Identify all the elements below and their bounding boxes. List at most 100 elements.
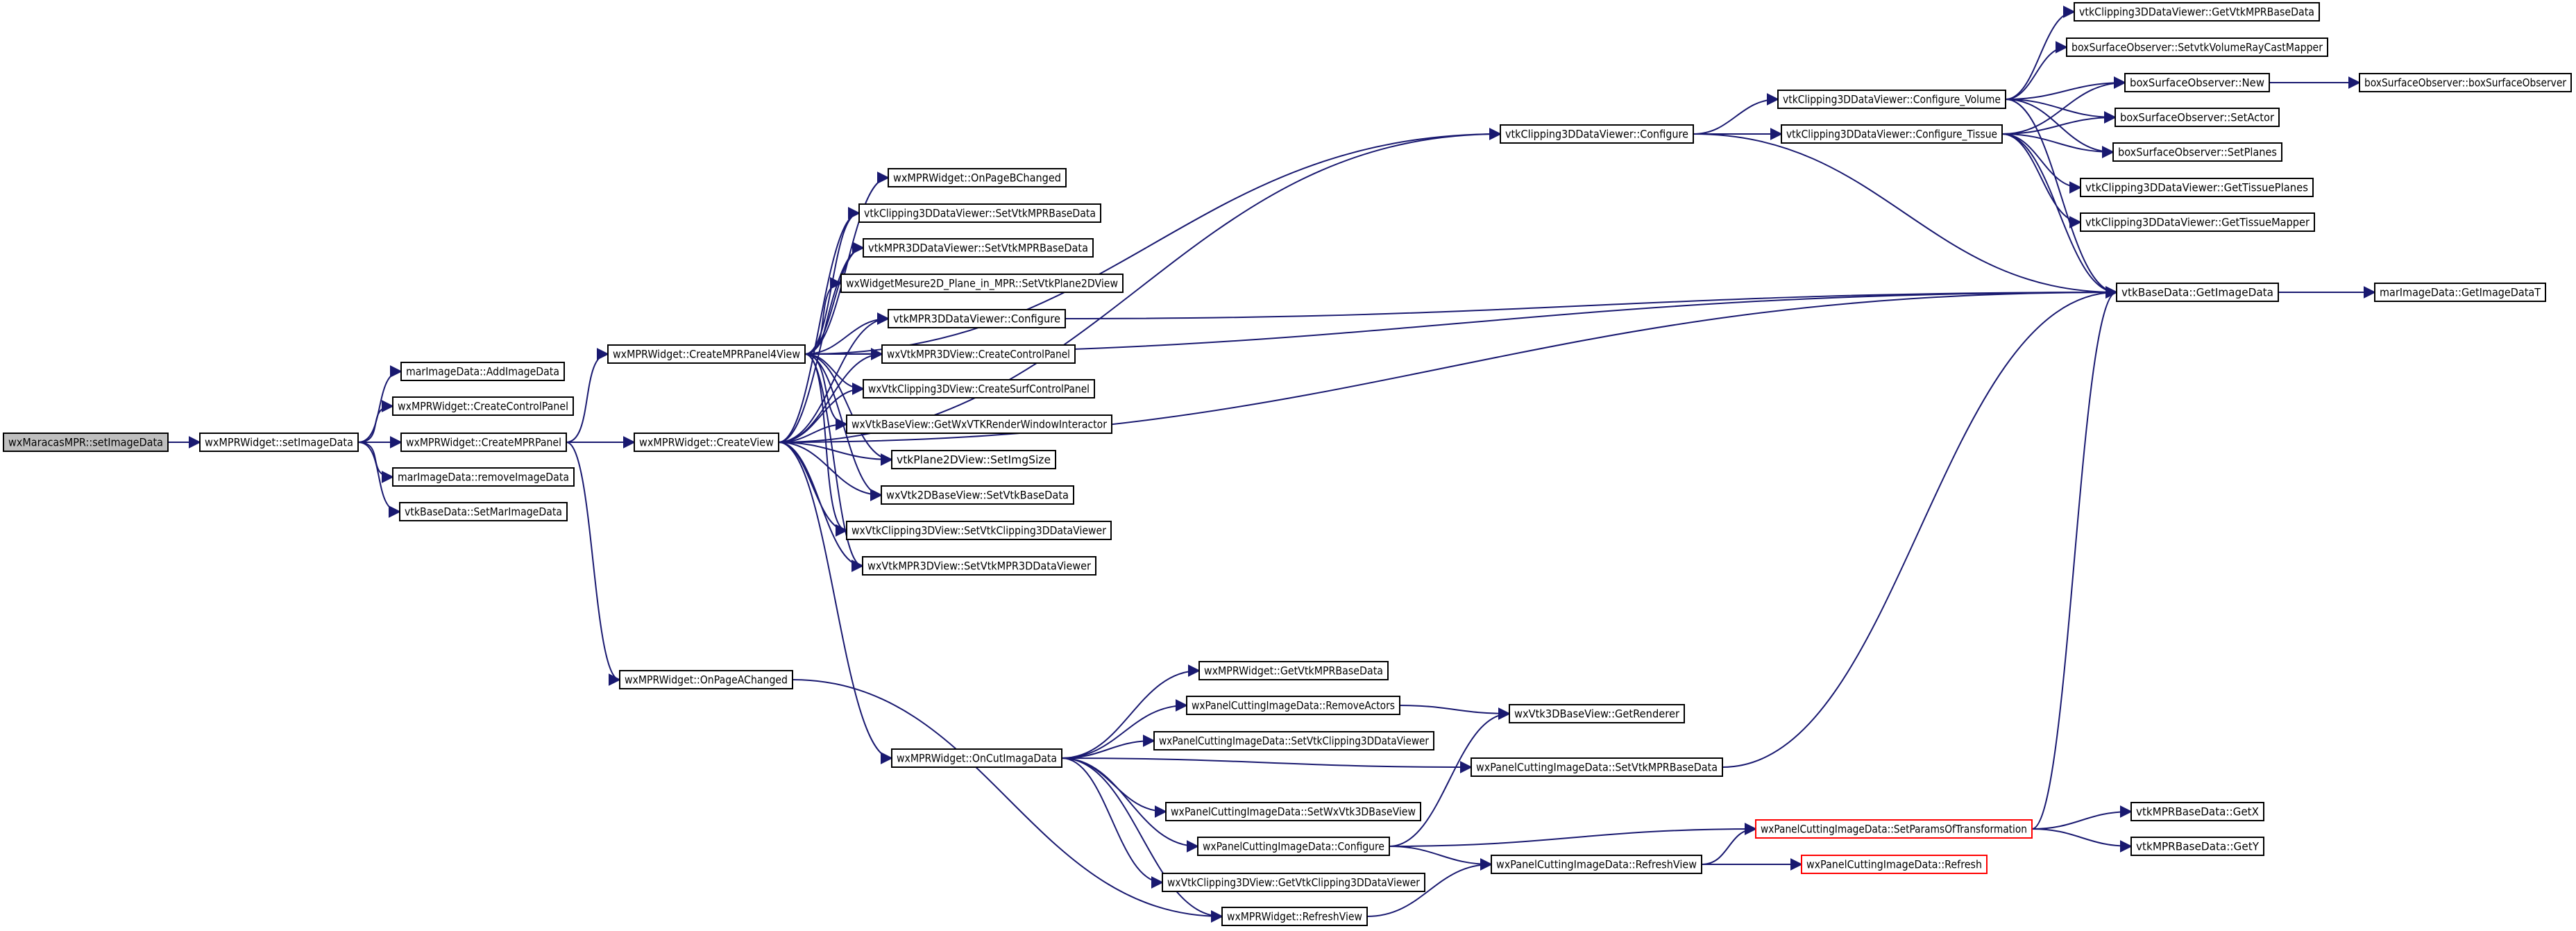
node-box[interactable]	[1781, 124, 2003, 144]
node-vtkclipping3ddataviewer-setvtkmprbasedata[interactable]: vtkClipping3DDataViewer::SetVtkMPRBaseDa…	[858, 203, 1101, 223]
node-wxpanelcuttingimagedata-removeactors[interactable]: wxPanelCuttingImageData::RemoveActors	[1186, 696, 1400, 715]
node-box[interactable]	[1471, 757, 1723, 777]
node-box[interactable]	[2124, 73, 2270, 92]
node-box[interactable]	[1198, 661, 1389, 680]
node-wxmprwidget-createcontrolpanel[interactable]: wxMPRWidget::CreateControlPanel	[392, 396, 574, 416]
node-box[interactable]	[1801, 855, 1988, 874]
node-boxsurfaceobserver-setvtkvolumeraycastmapper[interactable]: boxSurfaceObserver::SetvtkVolumeRayCastM…	[2066, 37, 2328, 57]
node-wxpanelcuttingimagedata-refresh[interactable]: wxPanelCuttingImageData::Refresh	[1801, 855, 1988, 874]
node-wxpanelcuttingimagedata-configure[interactable]: wxPanelCuttingImageData::Configure	[1197, 837, 1390, 856]
node-vtkbasedata-setmarimagedata[interactable]: vtkBaseData::SetMarImageData	[399, 502, 568, 521]
node-wxwidgetmesure2d-plane-in-mpr-setvtkplane2dview[interactable]: wxWidgetMesure2D_Plane_in_MPR::SetVtkPla…	[840, 274, 1124, 293]
node-box[interactable]	[881, 485, 1074, 505]
node-wxmprwidget-oncutimagadata[interactable]: wxMPRWidget::OnCutImagaData	[891, 748, 1062, 768]
node-box[interactable]	[400, 362, 565, 381]
node-wxmaracasmpr-setimagedata[interactable]: wxMaracasMPR::setImageData	[3, 433, 169, 452]
node-vtkclipping3ddataviewer-configure[interactable]: vtkClipping3DDataViewer::Configure	[1500, 124, 1694, 144]
node-wxpanelcuttingimagedata-refreshview[interactable]: wxPanelCuttingImageData::RefreshView	[1491, 855, 1702, 874]
node-box[interactable]	[840, 274, 1124, 293]
node-wxpanelcuttingimagedata-setparamsoftransformation[interactable]: wxPanelCuttingImageData::SetParamsOfTran…	[1755, 819, 2033, 839]
node-vtkmprbasedata-getx[interactable]: vtkMPRBaseData::GetX	[2130, 802, 2264, 821]
node-wxvtkclipping3dview-setvtkclipping3ddataviewer[interactable]: wxVtkClipping3DView::SetVtkClipping3DDat…	[846, 521, 1112, 540]
node-box[interactable]	[2074, 2, 2320, 22]
node-box[interactable]	[862, 556, 1096, 576]
node-box[interactable]	[2080, 178, 2314, 197]
node-box[interactable]	[2115, 108, 2280, 127]
node-marimagedata-addimagedata[interactable]: marImageData::AddImageData	[400, 362, 565, 381]
node-boxsurfaceobserver-boxsurfaceobserver[interactable]: boxSurfaceObserver::boxSurfaceObserver	[2359, 73, 2572, 92]
node-box[interactable]	[1491, 855, 1702, 874]
node-vtkclipping3ddataviewer-configure-tissue[interactable]: vtkClipping3DDataViewer::Configure_Tissu…	[1781, 124, 2003, 144]
node-box[interactable]	[1509, 704, 1685, 723]
node-wxmprwidget-refreshview[interactable]: wxMPRWidget::RefreshView	[1221, 907, 1368, 926]
node-wxmprwidget-setimagedata[interactable]: wxMPRWidget::setImageData	[199, 433, 359, 452]
node-wxpanelcuttingimagedata-setvtkmprbasedata[interactable]: wxPanelCuttingImageData::SetVtkMPRBaseDa…	[1471, 757, 1723, 777]
node-wxvtkmpr3dview-setvtkmpr3ddataviewer[interactable]: wxVtkMPR3DView::SetVtkMPR3DDataViewer	[862, 556, 1096, 576]
node-wxvtkclipping3dview-createsurfcontrolpanel[interactable]: wxVtkClipping3DView::CreateSurfControlPa…	[863, 379, 1095, 399]
node-box[interactable]	[2112, 142, 2282, 162]
node-vtkplane2dview-setimgsize[interactable]: vtkPlane2DView::SetImgSize	[891, 450, 1056, 469]
node-box[interactable]	[2130, 802, 2264, 821]
node-box[interactable]	[400, 433, 567, 452]
node-box[interactable]	[888, 168, 1067, 187]
node-box[interactable]	[2374, 283, 2546, 302]
node-wxvtkmpr3dview-createcontrolpanel[interactable]: wxVtkMPR3DView::CreateControlPanel	[881, 344, 1076, 364]
node-vtkmpr3ddataviewer-configure[interactable]: vtkMPR3DDataViewer::Configure	[888, 309, 1066, 328]
node-box[interactable]	[846, 521, 1112, 540]
node-box[interactable]	[1153, 731, 1434, 750]
node-wxmprwidget-createview[interactable]: wxMPRWidget::CreateView	[634, 433, 779, 452]
node-wxvtk3dbaseview-getrenderer[interactable]: wxVtk3DBaseView::GetRenderer	[1509, 704, 1685, 723]
node-box[interactable]	[891, 450, 1056, 469]
node-wxmprwidget-createmprpanel[interactable]: wxMPRWidget::CreateMPRPanel	[400, 433, 567, 452]
node-box[interactable]	[858, 203, 1101, 223]
node-box[interactable]	[3, 433, 169, 452]
node-box[interactable]	[891, 748, 1062, 768]
node-box[interactable]	[846, 414, 1112, 434]
node-wxvtkbaseview-getwxvtkrenderwindowinteractor[interactable]: wxVtkBaseView::GetWxVTKRenderWindowInter…	[846, 414, 1112, 434]
node-box[interactable]	[2066, 37, 2328, 57]
node-marimagedata-removeimagedata[interactable]: marImageData::removeImageData	[392, 467, 575, 487]
node-box[interactable]	[399, 502, 568, 521]
node-vtkclipping3ddataviewer-gettissueplanes[interactable]: vtkClipping3DDataViewer::GetTissuePlanes	[2080, 178, 2314, 197]
node-box[interactable]	[607, 344, 806, 364]
node-box[interactable]	[1777, 90, 2006, 109]
node-box[interactable]	[199, 433, 359, 452]
node-box[interactable]	[1755, 819, 2033, 839]
node-wxpanelcuttingimagedata-setvtkclipping3ddataviewer[interactable]: wxPanelCuttingImageData::SetVtkClipping3…	[1153, 731, 1434, 750]
node-wxmprwidget-onpageachanged[interactable]: wxMPRWidget::OnPageAChanged	[619, 670, 793, 689]
node-box[interactable]	[634, 433, 779, 452]
node-wxmprwidget-onpagebchanged[interactable]: wxMPRWidget::OnPageBChanged	[888, 168, 1067, 187]
node-box[interactable]	[1221, 907, 1368, 926]
node-vtkclipping3ddataviewer-gettissuemapper[interactable]: vtkClipping3DDataViewer::GetTissueMapper	[2080, 212, 2315, 232]
node-marimagedata-getimagedatat[interactable]: marImageData::GetImageDataT	[2374, 283, 2546, 302]
node-wxvtk2dbaseview-setvtkbasedata[interactable]: wxVtk2DBaseView::SetVtkBaseData	[881, 485, 1074, 505]
node-box[interactable]	[863, 379, 1095, 399]
node-box[interactable]	[2080, 212, 2315, 232]
node-box[interactable]	[1165, 802, 1421, 821]
node-wxmprwidget-createmprpanel4view[interactable]: wxMPRWidget::CreateMPRPanel4View	[607, 344, 806, 364]
node-box[interactable]	[1186, 696, 1400, 715]
node-box[interactable]	[2130, 837, 2264, 856]
node-box[interactable]	[1162, 873, 1425, 892]
node-vtkmpr3ddataviewer-setvtkmprbasedata[interactable]: vtkMPR3DDataViewer::SetVtkMPRBaseData	[863, 238, 1094, 258]
node-box[interactable]	[619, 670, 793, 689]
node-wxpanelcuttingimagedata-setwxvtk3dbaseview[interactable]: wxPanelCuttingImageData::SetWxVtk3DBaseV…	[1165, 802, 1421, 821]
node-box[interactable]	[392, 396, 574, 416]
node-box[interactable]	[2116, 283, 2279, 302]
node-box[interactable]	[888, 309, 1066, 328]
node-box[interactable]	[881, 344, 1076, 364]
node-box[interactable]	[392, 467, 575, 487]
node-vtkbasedata-getimagedata[interactable]: vtkBaseData::GetImageData	[2116, 283, 2279, 302]
node-vtkclipping3ddataviewer-configure-volume[interactable]: vtkClipping3DDataViewer::Configure_Volum…	[1777, 90, 2006, 109]
node-wxmprwidget-getvtkmprbasedata[interactable]: wxMPRWidget::GetVtkMPRBaseData	[1198, 661, 1389, 680]
node-box[interactable]	[1500, 124, 1694, 144]
node-box[interactable]	[1197, 837, 1390, 856]
node-vtkclipping3ddataviewer-getvtkmprbasedata[interactable]: vtkClipping3DDataViewer::GetVtkMPRBaseDa…	[2074, 2, 2320, 22]
node-wxvtkclipping3dview-getvtkclipping3ddataviewer[interactable]: wxVtkClipping3DView::GetVtkClipping3DDat…	[1162, 873, 1425, 892]
node-boxsurfaceobserver-new[interactable]: boxSurfaceObserver::New	[2124, 73, 2270, 92]
node-boxsurfaceobserver-setactor[interactable]: boxSurfaceObserver::SetActor	[2115, 108, 2280, 127]
node-vtkmprbasedata-gety[interactable]: vtkMPRBaseData::GetY	[2130, 837, 2264, 856]
node-box[interactable]	[863, 238, 1094, 258]
node-boxsurfaceobserver-setplanes[interactable]: boxSurfaceObserver::SetPlanes	[2112, 142, 2282, 162]
node-box[interactable]	[2359, 73, 2572, 92]
